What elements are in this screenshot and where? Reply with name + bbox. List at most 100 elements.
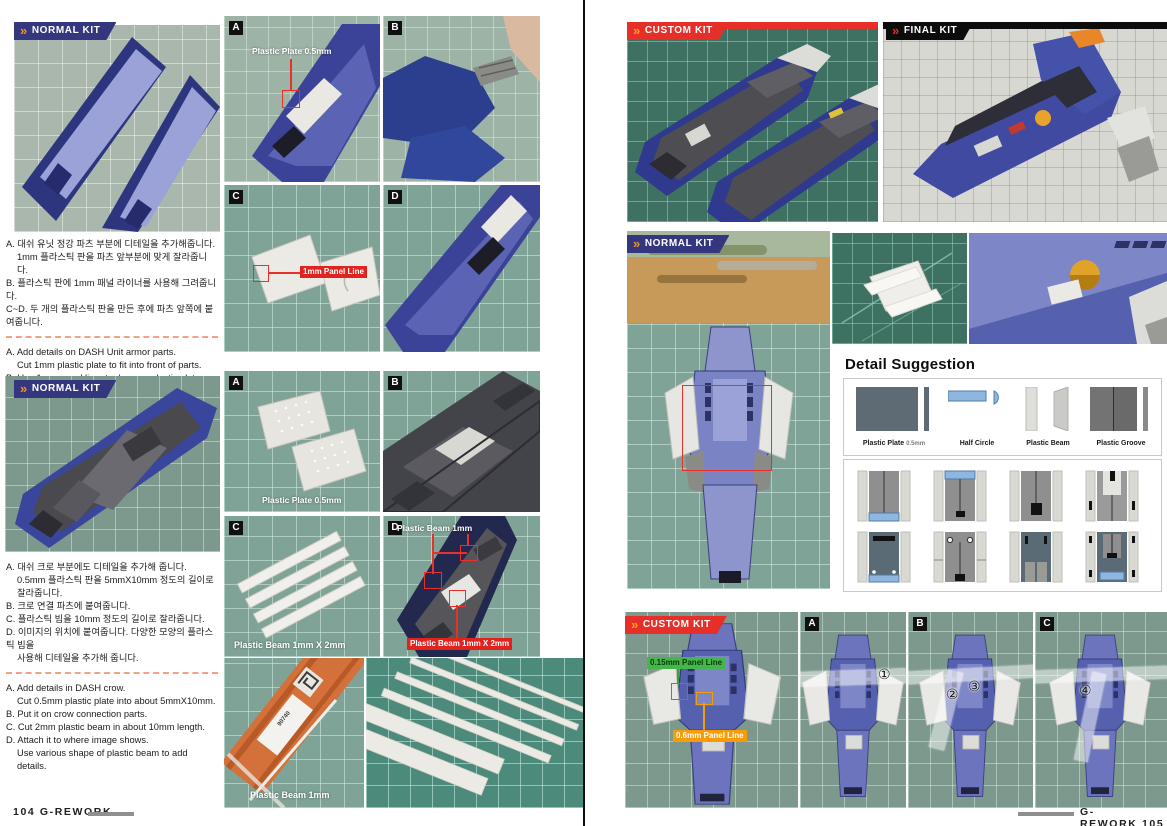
photo-step-b2: B: [383, 371, 540, 512]
detail-variant-6: [932, 530, 988, 584]
photo-custom-step-a: A ①: [800, 612, 906, 808]
dashed-separator: [6, 672, 218, 674]
photo-final-kit: [883, 22, 1167, 222]
instruction-line: Use various shape of plastic beam to add…: [17, 748, 188, 771]
step-number-2: ②: [946, 686, 959, 702]
detail-item-plastic-beam: Plastic Beam: [1020, 386, 1076, 447]
instruction-line: 잘라줍니다.: [17, 588, 63, 598]
custom-kit-banner-top: » CUSTOM KIT: [627, 22, 729, 40]
leader-line: [268, 272, 300, 274]
detail-item-half-circle: Half Circle: [947, 387, 1006, 447]
photo-step-a2: A Plastic Plate 0.5mm: [224, 371, 380, 512]
leader-line: [290, 59, 292, 90]
footer-bar: [1018, 812, 1074, 816]
detail-variant-3: [1008, 469, 1064, 523]
instruction-line: Cut 0.5mm plastic plate into about 5mmX1…: [17, 696, 216, 706]
photo-badge: A: [229, 21, 243, 35]
photo-blue-closeup: [969, 233, 1167, 344]
photo-step-d1: D: [383, 185, 540, 352]
detail-variant-4: [1084, 469, 1140, 523]
photo-badge: B: [913, 617, 927, 631]
photo-badge: A: [229, 376, 243, 390]
instruction-line: A. Add details on DASH Unit armor parts.: [6, 347, 176, 357]
annotation-box: [671, 683, 688, 700]
annotation-label: 1mm Panel Line: [300, 266, 367, 278]
final-kit-banner: » FINAL KIT: [886, 22, 973, 40]
photo-badge: C: [229, 190, 243, 204]
instruction-line: C~D. 두 개의 플라스틱 판을 만든 후에 파츠 앞쪽에 붙여줍니다.: [6, 304, 214, 327]
page-footer-right: G-REWORK 105: [1080, 806, 1165, 826]
photo-custom-step-c: C ④: [1035, 612, 1167, 808]
detail-variant-1: [856, 469, 912, 523]
step-number-4: ④: [1079, 682, 1092, 698]
detail-suggestion-title: Detail Suggestion: [845, 356, 976, 373]
instruction-line: B. 플라스틱 판에 1mm 패널 라이너를 사용해 그려줍니다.: [6, 278, 217, 301]
photo-step-c1: C 1mm Panel Line: [224, 185, 380, 352]
annotation-box: [449, 590, 466, 607]
spread-divider: [583, 0, 585, 826]
annotation-label: Plastic Beam 1mm X 2mm: [407, 638, 513, 650]
photo-custom-step-b: B ② ③: [908, 612, 1033, 808]
detail-suggestion-box: Plastic Plate 0.5mm Half Circle Plastic …: [843, 378, 1162, 456]
annotation-label: Plastic Beam 1mm X 2mm: [234, 640, 346, 650]
photo-step-b1: B: [383, 16, 540, 182]
annotation-box: [682, 385, 772, 471]
normal-kit-banner-1: » NORMAL KIT: [14, 22, 116, 40]
photo-step-c2: C Plastic Beam 1mm X 2mm: [224, 516, 380, 657]
step-number-3: ③: [968, 678, 981, 694]
annotation-label: Plastic Plate 0.5mm: [262, 495, 342, 505]
double-chevron-icon: »: [633, 236, 641, 251]
photo-step-d2: D Plastic Beam 1mm Plastic Beam 1mm X 2m…: [383, 516, 540, 657]
leader-line: [432, 534, 434, 574]
annotation-label: Plastic Beam 1mm: [397, 523, 473, 533]
normal-kit-banner-right: » NORMAL KIT: [627, 235, 729, 253]
photo-badge: D: [388, 521, 402, 535]
instruction-line: B. 크로 연결 파츠에 붙여줍니다.: [6, 601, 131, 611]
double-chevron-icon: »: [892, 23, 900, 38]
double-chevron-icon: »: [20, 23, 28, 38]
custom-kit-banner-bottom: » CUSTOM KIT: [625, 616, 727, 634]
double-chevron-icon: »: [633, 23, 641, 38]
instruction-line: 1mm 플라스틱 판을 파츠 앞부분에 맞게 잘라줍니다.: [17, 252, 208, 275]
normal-kit-banner-2: » NORMAL KIT: [14, 380, 116, 398]
banner-label: NORMAL KIT: [31, 383, 101, 394]
instruction-line: 0.5mm 플라스틱 판을 5mmX10mm 정도의 길이로: [17, 575, 214, 585]
annotation-box: [253, 265, 269, 282]
photo-custom-kit-units: [627, 22, 878, 222]
annotation-label: Plastic Beam 1mm: [250, 790, 330, 800]
instruction-line: Cut 1mm plastic plate to fit into front …: [17, 360, 202, 370]
annotation-label: 0.15mm Panel Line: [647, 657, 726, 669]
banner-strip: [883, 22, 1167, 29]
photo-badge: C: [229, 521, 243, 535]
instruction-line: A. 대쉬 크로 부분에도 디테일을 추가해 줍니다.: [6, 562, 187, 572]
photo-badge: B: [388, 376, 402, 390]
detail-variant-2: [932, 469, 988, 523]
instruction-line: C. Cut 2mm plastic beam in about 10mm le…: [6, 722, 205, 732]
leader-line: [703, 703, 705, 730]
annotation-label: Plastic Plate 0.5mm: [252, 46, 332, 56]
annotation-box: [696, 692, 713, 705]
leader-line: [677, 669, 679, 683]
photo-step-a1: A Plastic Plate 0.5mm: [224, 16, 380, 182]
detail-item-plastic-plate: Plastic Plate 0.5mm: [856, 387, 932, 447]
step-number-1: ①: [878, 666, 891, 682]
detail-variant-8: [1084, 530, 1140, 584]
instruction-line: A. Add details in DASH crow.: [6, 683, 126, 693]
photo-plastic-strips: [366, 658, 583, 808]
photo-badge: D: [388, 190, 402, 204]
photo-custom-kit-panel-lines: 0.15mm Panel Line 0.6mm Panel Line: [625, 612, 798, 808]
banner-label: CUSTOM KIT: [644, 25, 713, 36]
banner-label: FINAL KIT: [903, 25, 958, 36]
banner-strip: [627, 22, 878, 29]
instruction-line: 사용해 디테일을 추가해 줍니다.: [17, 653, 139, 663]
double-chevron-icon: »: [20, 381, 28, 396]
detail-variants-box: [843, 459, 1162, 592]
annotation-label: 0.6mm Panel Line: [673, 730, 747, 742]
annotation-box: [282, 90, 300, 108]
footer-bar: [88, 812, 134, 816]
photo-badge: A: [805, 617, 819, 631]
annotation-box: [460, 545, 478, 561]
instruction-line: D. Attach it to where image shows.: [6, 735, 149, 745]
photo-normal-kit-shin-parts: [14, 25, 220, 232]
